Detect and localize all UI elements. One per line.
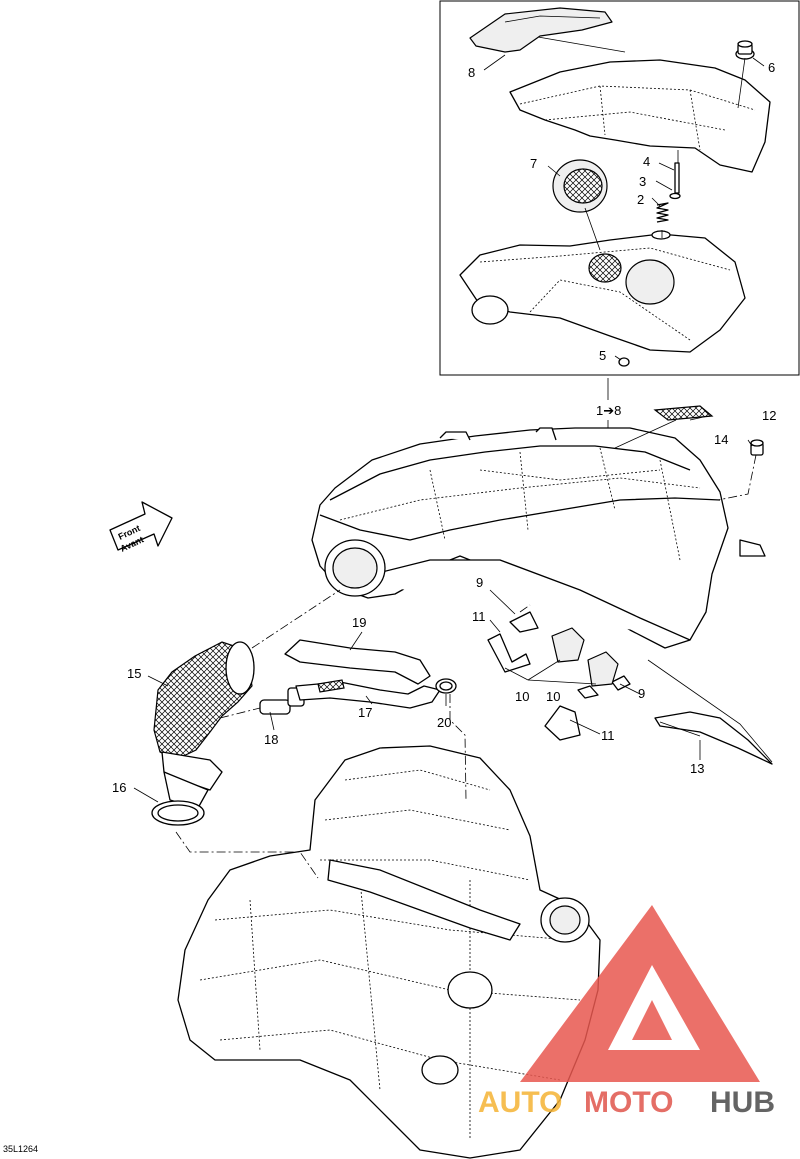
- part-3-washer: [669, 192, 681, 200]
- callout-8: 8: [468, 65, 475, 80]
- logo-triangle: [520, 905, 760, 1082]
- air-silencer-assembly: [311, 427, 766, 649]
- part-19-hose: [284, 639, 431, 685]
- part-13-shield: [654, 711, 773, 765]
- part-4-stud: [674, 162, 680, 194]
- callout-3: 3: [639, 174, 646, 189]
- front-direction-arrow: Front Avant: [109, 501, 173, 554]
- logo-text-moto: MOTO: [584, 1086, 673, 1119]
- part-10-damper-b: [587, 651, 619, 687]
- part-12-label: [653, 405, 714, 421]
- logo-text-hub: HUB: [710, 1086, 775, 1119]
- callout-11a: 11: [472, 609, 486, 624]
- callout-17: 17: [358, 705, 372, 720]
- part-20-clamp: [435, 678, 457, 694]
- callout-20: 20: [437, 715, 451, 730]
- part-11-bracket-a: [487, 633, 531, 673]
- silencer-cover-upper: [509, 59, 771, 173]
- part-5-screw: [618, 357, 630, 367]
- callout-19: 19: [352, 615, 366, 630]
- callout-9b: 9: [638, 686, 645, 701]
- silencer-lower-half: [459, 233, 746, 353]
- callout-12: 12: [762, 408, 776, 423]
- logo-text-auto: AUTO: [478, 1086, 562, 1119]
- callout-13: 13: [690, 761, 704, 776]
- logo-inner-triangle: [632, 1000, 672, 1040]
- assembly-line-14: [717, 454, 757, 501]
- engine-block: [177, 745, 601, 1159]
- part-10-damper-a: [551, 627, 585, 663]
- part-11-bracket-b: [544, 705, 581, 741]
- callout-10b: 10: [546, 689, 560, 704]
- reference-code: 35L1264: [3, 1144, 38, 1154]
- part-9-damper-a: [509, 611, 539, 633]
- assembly-line-20-to-engine: [449, 694, 467, 801]
- callout-1-8: 1➔8: [596, 403, 621, 418]
- callout-14: 14: [714, 432, 728, 447]
- assembly-line-18-to-15: [219, 707, 261, 719]
- callout-4: 4: [643, 154, 650, 169]
- part-7-air-filter: [552, 159, 608, 213]
- assembly-line-15-to-silencer: [251, 589, 341, 649]
- callout-5: 5: [599, 348, 606, 363]
- callout-18: 18: [264, 732, 278, 747]
- automotohub-logo: AUTO MOTO HUB: [478, 905, 775, 1119]
- callout-2: 2: [637, 192, 644, 207]
- assembly-line-9-to-silencer: [519, 604, 531, 613]
- callout-6: 6: [768, 60, 775, 75]
- assembly-line-16-to-engine: [175, 831, 319, 879]
- part-17-hose: [295, 679, 441, 709]
- part-16-clamp: [151, 800, 205, 826]
- part-9-damper-b: [577, 675, 631, 699]
- callout-16: 16: [112, 780, 126, 795]
- part-2-spring: [651, 202, 671, 240]
- part-14-grommet: [750, 439, 764, 456]
- part-6-grommet: [735, 40, 755, 60]
- callout-7: 7: [530, 156, 537, 171]
- part-15-intake-duct: [153, 641, 255, 809]
- callout-9a: 9: [476, 575, 483, 590]
- callout-15: 15: [127, 666, 141, 681]
- part-8-deflector: [469, 7, 613, 53]
- callout-10a: 10: [515, 689, 529, 704]
- exploded-view-frame: [439, 0, 800, 376]
- callout-11b: 11: [601, 728, 615, 743]
